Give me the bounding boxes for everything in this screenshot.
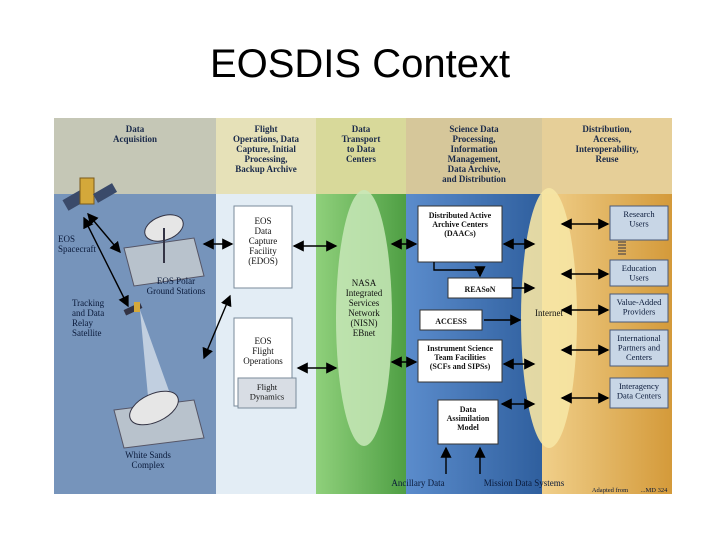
credit-code-label: ...MD 324 [641,487,668,494]
header-distribution [542,118,672,194]
header-science [406,118,542,194]
edos-box [233,205,293,289]
research-users-stack-icon [618,241,626,255]
arrow-whitesands-edos [202,294,232,360]
assimilation-box [437,399,499,445]
access-box [419,309,483,331]
ancillary-data-label: Ancillary Data [391,478,444,488]
internet-ellipse [521,188,577,448]
user-box-3 [609,293,669,323]
access-label: ACCESS [435,317,467,326]
header-flight [216,118,316,194]
user-box-5 [609,377,669,409]
spacecraft-icon [62,177,118,211]
credit-label: Adapted from [592,487,628,494]
arrow-daacs-reason [433,262,486,278]
nisn-ellipse [336,190,392,446]
daacs-box [417,205,503,263]
user-box-1 [609,205,669,241]
header-transport [316,118,406,194]
user-box-4 [609,329,669,367]
page-title: EOSDIS Context [209,42,511,86]
flight-dynamics-box [237,377,297,409]
scfs-box [417,339,503,383]
white-sands-dish-icon [113,390,205,449]
ground-station-dish-icon [123,214,205,287]
mission-data-systems-label: Mission Data Systems [484,478,565,488]
column-header-5: Distribution,Access,Interoperability,Reu… [575,124,638,164]
tdrs-satellite-icon [123,302,143,316]
internet-label: Internet [535,308,563,318]
reason-label: REASoN [464,285,495,294]
arrow-spacecraft-tdrs [83,216,129,308]
user-box-2 [609,259,669,287]
